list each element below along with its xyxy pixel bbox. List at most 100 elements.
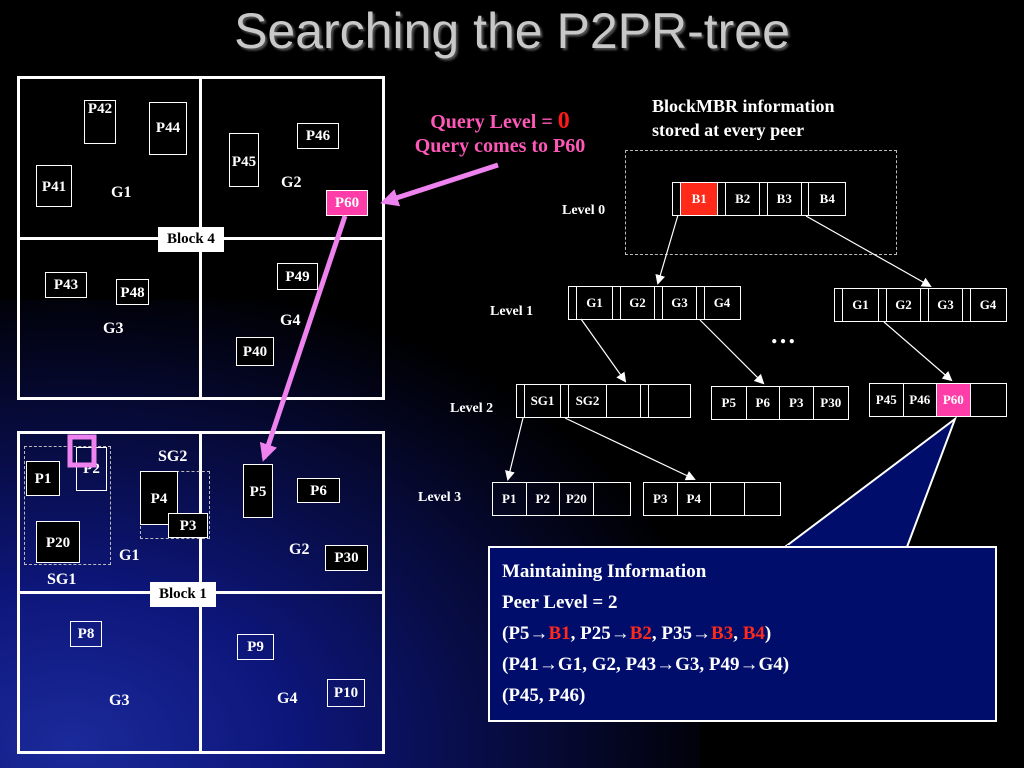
group-label: G1 bbox=[111, 184, 132, 201]
tree-node-l3-b: P3 P4 bbox=[643, 482, 781, 516]
group-label: G2 bbox=[289, 541, 310, 558]
root-dashed-box bbox=[625, 150, 897, 255]
tree-node-root: B1 B2 B3 B4 bbox=[672, 182, 846, 216]
node-lead-cell bbox=[802, 183, 810, 215]
node-lead-cell bbox=[517, 385, 525, 417]
group-label: G2 bbox=[281, 174, 302, 191]
node-entry: P6 bbox=[747, 387, 781, 419]
tree-node-l3-a: P1 P2 P20 bbox=[492, 482, 631, 516]
level-label: Level 3 bbox=[418, 490, 462, 505]
query-arrow bbox=[380, 162, 499, 207]
tree-edge bbox=[699, 319, 765, 385]
tree-node-l2-b: P5 P6 P3 P30 bbox=[711, 386, 849, 420]
block-label: Block 1 bbox=[150, 582, 216, 607]
node-lead-cell bbox=[835, 289, 843, 321]
node-entry: P4 bbox=[678, 483, 712, 515]
node-entry: P30 bbox=[820, 395, 842, 410]
query-level-value: 0 bbox=[557, 108, 570, 134]
node-entry: G2 bbox=[621, 287, 655, 319]
node-entry: P3 bbox=[644, 483, 678, 515]
query-target: Query comes to P60 bbox=[414, 135, 586, 157]
node-entry: G4 bbox=[713, 295, 731, 310]
node-entry: SG1 bbox=[525, 385, 561, 417]
node-entry: P3 bbox=[780, 387, 814, 419]
node-lead-cell bbox=[641, 385, 649, 417]
blockmbr-line2: stored at every peer bbox=[652, 120, 805, 140]
node-lead-cell bbox=[561, 385, 569, 417]
maint-block-ref: B3 bbox=[711, 623, 734, 644]
level-label: Level 1 bbox=[490, 304, 534, 319]
callout-pointer bbox=[782, 416, 958, 548]
node-entry: P1 bbox=[493, 483, 527, 515]
ellipsis: … bbox=[770, 320, 796, 349]
maint-block-ref: B4 bbox=[742, 623, 765, 644]
node-lead-cell bbox=[613, 287, 621, 319]
peer-box: P45 bbox=[229, 133, 259, 187]
peer-box: P1 bbox=[26, 461, 60, 496]
peer-box: P30 bbox=[325, 545, 368, 571]
maint-peer-level: Peer Level = 2 bbox=[502, 592, 618, 613]
peer-box: P43 bbox=[45, 272, 87, 298]
node-entry: B2 bbox=[726, 183, 761, 215]
maint-text: (P5→ bbox=[502, 623, 549, 644]
node-entry bbox=[607, 385, 641, 417]
maint-text: , P25→ bbox=[570, 623, 630, 644]
node-lead-cell bbox=[963, 289, 971, 321]
node-lead-cell bbox=[697, 287, 705, 319]
peer-box: P40 bbox=[236, 337, 274, 366]
node-entry: P20 bbox=[560, 483, 594, 515]
node-entry-p60: P60 bbox=[937, 384, 971, 416]
peer-box: P20 bbox=[36, 521, 80, 563]
tree-edge bbox=[580, 318, 627, 383]
tree-edge bbox=[655, 214, 679, 285]
node-lead-cell bbox=[760, 183, 768, 215]
node-entry: G2 bbox=[887, 289, 921, 321]
level-label: Level 2 bbox=[450, 401, 494, 416]
node-entry: P45 bbox=[870, 384, 904, 416]
node-lead-cell bbox=[879, 289, 887, 321]
maint-text: ) bbox=[764, 623, 772, 644]
peer-box: P8 bbox=[70, 621, 102, 647]
peer-box-p60: P60 bbox=[326, 190, 368, 216]
node-entry: P2 bbox=[527, 483, 561, 515]
node-entry bbox=[711, 483, 745, 515]
node-entry: B4 bbox=[819, 191, 835, 206]
maint-siblings: (P45, P46) bbox=[502, 685, 586, 706]
node-lead-cell bbox=[655, 287, 663, 319]
node-lead-cell bbox=[718, 183, 727, 215]
node-entry: B1 bbox=[680, 183, 719, 215]
maint-block-mappings: (P5→B1, P25→B2, P35→B3, B4) bbox=[502, 618, 983, 649]
peer-box: P42 bbox=[84, 100, 116, 144]
peer-box: P9 bbox=[237, 634, 274, 660]
maint-text: , bbox=[733, 623, 743, 644]
group-label: G3 bbox=[103, 320, 124, 337]
tree-node-l2-c: P45 P46 P60 bbox=[869, 383, 1007, 417]
node-entry: P5 bbox=[712, 387, 747, 419]
blockmbr-line1: BlockMBR information bbox=[652, 96, 835, 116]
group-label: G4 bbox=[277, 690, 298, 707]
block-label: Block 4 bbox=[158, 227, 224, 252]
group-label: G1 bbox=[119, 547, 140, 564]
tree-edge bbox=[883, 321, 953, 382]
tree-edge bbox=[805, 215, 932, 287]
node-entry: B3 bbox=[768, 183, 802, 215]
tree-edge bbox=[564, 417, 696, 481]
maint-group-mappings: (P41→G1, G2, P43→G3, P49→G4) bbox=[502, 654, 790, 675]
node-entry: G3 bbox=[663, 287, 697, 319]
maint-title: Maintaining Information bbox=[502, 561, 707, 582]
maint-text: , P35→ bbox=[651, 623, 712, 644]
group-label: G4 bbox=[280, 312, 301, 329]
peer-box: P49 bbox=[277, 263, 318, 290]
peer-box: P44 bbox=[149, 102, 187, 155]
tree-node-l2-a: SG1 SG2 bbox=[516, 384, 691, 418]
peer-box: P48 bbox=[116, 279, 149, 305]
node-entry: G4 bbox=[979, 297, 997, 312]
peer-box: P10 bbox=[327, 679, 365, 707]
query-text: Query Level = 0 Query comes to P60 bbox=[380, 108, 620, 158]
tree-edge bbox=[505, 417, 524, 481]
query-path-arrow bbox=[259, 215, 348, 462]
maintaining-info-panel: Maintaining Information Peer Level = 2 (… bbox=[488, 546, 997, 722]
peer-box: P6 bbox=[297, 478, 340, 503]
node-entry: G1 bbox=[843, 289, 879, 321]
blockmbr-info: BlockMBR information stored at every pee… bbox=[652, 94, 835, 142]
